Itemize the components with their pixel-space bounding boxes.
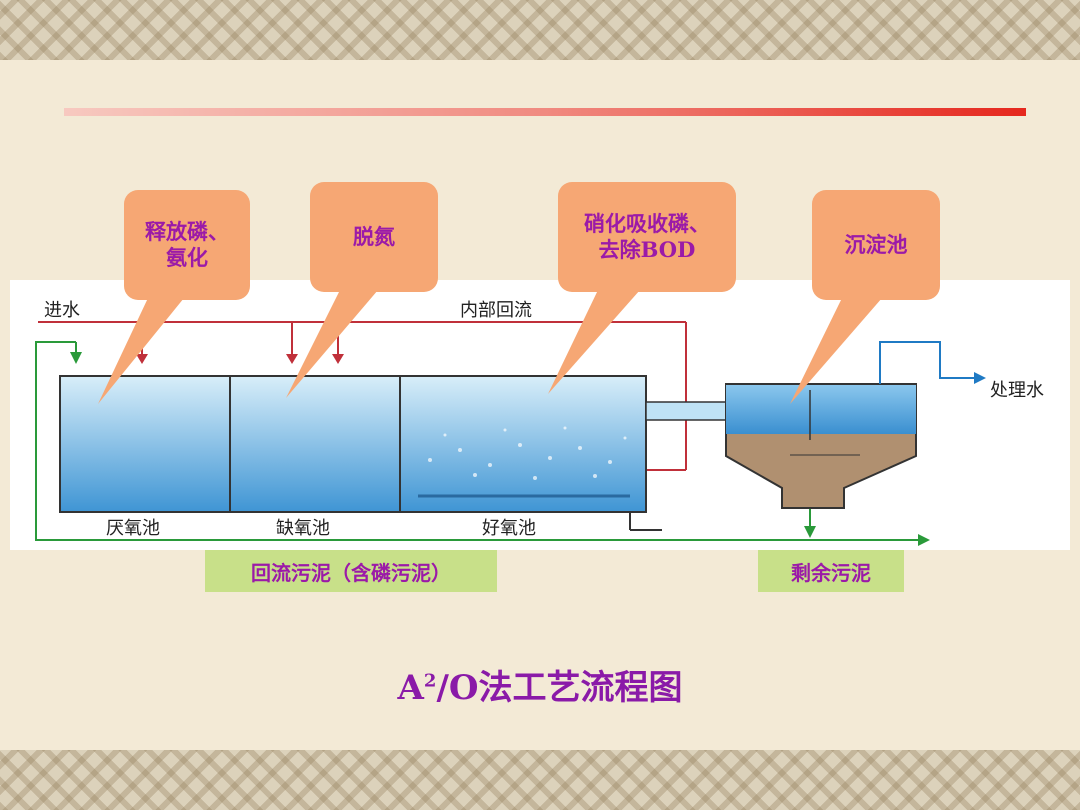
- decorative-bottom-band: [0, 750, 1080, 810]
- pointer-4: [790, 298, 882, 404]
- anoxic-tank-label: 缺氧池: [276, 518, 330, 539]
- callout-clarifier-text: 沉淀池: [844, 231, 908, 257]
- title-rest: /O法工艺流程图: [436, 668, 683, 708]
- aerobic-tank-label: 好氧池: [482, 518, 536, 539]
- aeration-bubbles: [428, 426, 627, 480]
- pointer-3: [548, 290, 640, 394]
- excess-sludge-label: 剩余污泥: [758, 550, 904, 592]
- effluent-line: [879, 341, 978, 384]
- return-sludge-label: 回流污泥（含磷污泥）: [205, 550, 497, 592]
- title-superscript: 2: [423, 670, 437, 692]
- return-sludge-arrow: [70, 352, 82, 364]
- anaerobic-tank-label: 厌氧池: [106, 518, 160, 539]
- inlet-arrow-2: [286, 322, 298, 364]
- title-rule: [64, 108, 1026, 116]
- return-sludge-text: 回流污泥（含磷污泥）: [251, 560, 451, 585]
- anoxic-tank: [229, 375, 401, 513]
- diagram-title: A2/O法工艺流程图: [0, 660, 1080, 709]
- inlet-label: 进水: [44, 300, 80, 321]
- callout-anaerobic-text: 释放磷、 氨化: [145, 218, 229, 270]
- internal-recycle-label: 内部回流: [460, 300, 532, 321]
- callout-aerobic: 硝化吸收磷、 去除BOD: [558, 182, 736, 292]
- callout-aerobic-text: 硝化吸收磷、 去除BOD: [584, 210, 710, 262]
- callout-anoxic-text: 脱氮: [353, 223, 395, 249]
- pointer-1: [98, 298, 184, 404]
- return-sludge-line: [35, 341, 650, 541]
- callout-clarifier: 沉淀池: [812, 190, 940, 300]
- excess-sludge-text: 剩余污泥: [791, 560, 871, 585]
- pointer-2: [286, 290, 378, 398]
- process-diagram-svg: 进水 内部回流 厌氧池 缺氧池 好氧池 处理水: [35, 300, 1044, 546]
- clarifier-water: [726, 384, 916, 434]
- callout-anoxic: 脱氮: [310, 182, 438, 292]
- process-diagram: 进水 内部回流 厌氧池 缺氧池 好氧池 处理水: [10, 280, 1070, 550]
- decorative-top-band: [0, 0, 1080, 60]
- title-prefix: A: [397, 668, 424, 708]
- callout-anaerobic: 释放磷、 氨化: [124, 190, 250, 300]
- aerobic-tank: [399, 375, 647, 513]
- effluent-arrow: [974, 372, 986, 384]
- effluent-label: 处理水: [990, 380, 1044, 401]
- excess-sludge-arrow: [918, 534, 930, 546]
